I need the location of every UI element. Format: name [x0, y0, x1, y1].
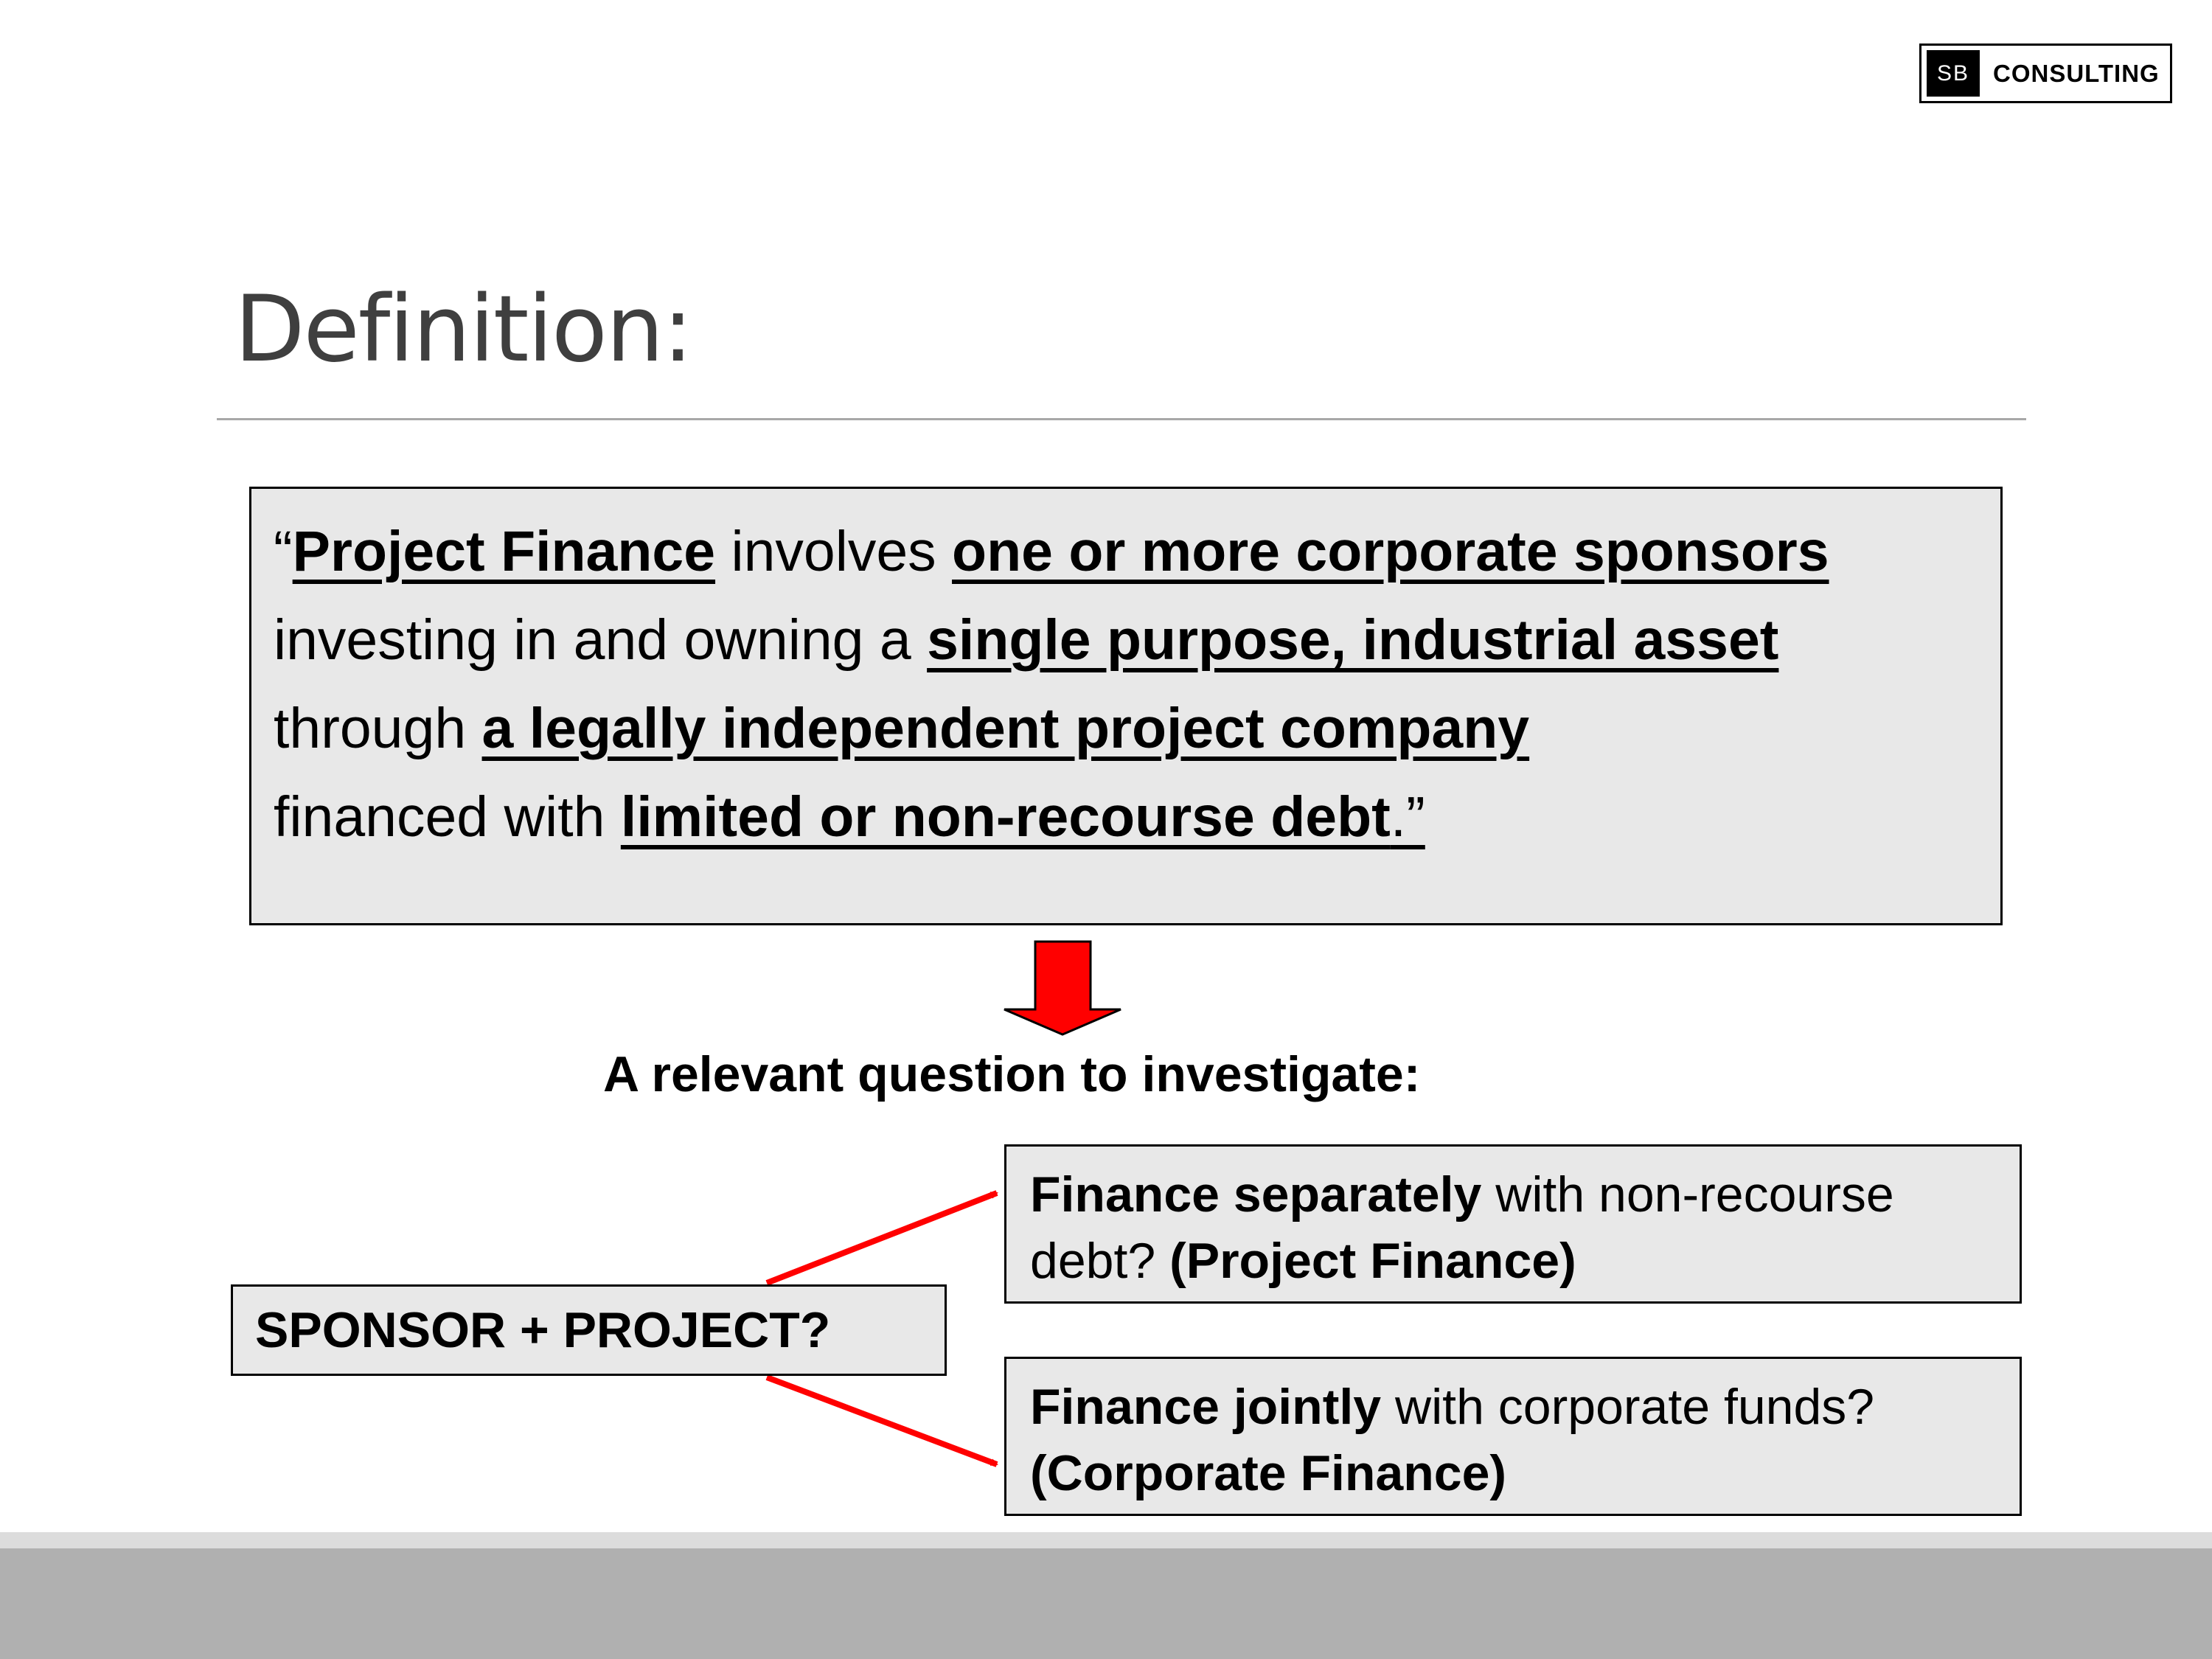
definition-box: “Project Finance involves one or more co…: [249, 487, 2003, 925]
option-project-finance-box: Finance separately with non-recourse deb…: [1004, 1144, 2022, 1304]
logo-text: CONSULTING: [1993, 59, 2160, 87]
option-text: with non-recourse: [1481, 1166, 1894, 1222]
option-bold-text: (Corporate Finance): [1030, 1445, 1507, 1501]
option-line: Finance jointly with corporate funds?: [1030, 1374, 2020, 1440]
term-corporate-sponsors: one or more corporate sponsors: [952, 520, 1829, 583]
open-quote: “: [274, 520, 293, 583]
definition-line-2: investing in and owning a single purpose…: [274, 596, 2000, 684]
term-project-finance: Project Finance: [292, 520, 716, 583]
option-bold-text: Finance jointly: [1030, 1379, 1382, 1435]
close-quote: .”: [1390, 785, 1425, 849]
definition-text: involves: [715, 520, 953, 583]
footer-bar: [0, 1548, 2212, 1659]
option-text: debt?: [1030, 1233, 1170, 1289]
definition-text: investing in and owning a: [274, 608, 928, 672]
definition-text: through: [274, 697, 482, 760]
logo-mark: SB: [1927, 50, 1980, 97]
arrow-to-corporate-finance-icon: [765, 1374, 998, 1467]
option-line: (Corporate Finance): [1030, 1440, 2020, 1506]
definition-line-4: financed with limited or non-recourse de…: [274, 773, 2000, 861]
option-line: Finance separately with non-recourse: [1030, 1161, 2020, 1228]
term-single-purpose-asset: single purpose, industrial asset: [927, 608, 1779, 672]
option-bold-text: (Project Finance): [1169, 1233, 1576, 1289]
option-line: debt? (Project Finance): [1030, 1228, 2020, 1294]
sponsor-label: SPONSOR + PROJECT?: [255, 1302, 831, 1358]
question-heading: A relevant question to investigate:: [603, 1046, 1421, 1102]
option-corporate-finance-box: Finance jointly with corporate funds? (C…: [1004, 1357, 2022, 1516]
sb-consulting-logo: SB CONSULTING: [1919, 44, 2172, 103]
definition-line-1: “Project Finance involves one or more co…: [274, 507, 2000, 596]
term-project-company: a legally independent project company: [481, 697, 1530, 760]
term-non-recourse-debt: limited or non-recourse debt: [620, 785, 1391, 849]
sponsor-project-box: SPONSOR + PROJECT?: [231, 1284, 947, 1376]
title-divider: [217, 418, 2026, 420]
slide-title: Definition:: [234, 276, 693, 383]
option-text: with corporate funds?: [1381, 1379, 1875, 1435]
option-bold-text: Finance separately: [1030, 1166, 1482, 1222]
definition-text: financed with: [274, 785, 621, 849]
definition-line-3: through a legally independent project co…: [274, 684, 2000, 773]
footer-accent-strip: [0, 1532, 2212, 1548]
down-arrow-icon: [1004, 940, 1121, 1036]
arrow-to-project-finance-icon: [765, 1190, 998, 1286]
